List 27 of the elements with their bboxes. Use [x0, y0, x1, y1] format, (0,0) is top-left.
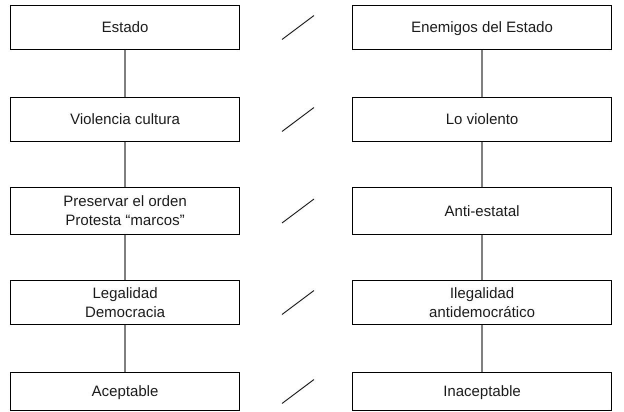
concept-box [10, 280, 240, 325]
box-text: Inaceptable [443, 382, 521, 401]
concept-box [352, 187, 612, 235]
concept-box [352, 97, 612, 142]
concept-box [352, 372, 612, 411]
connector-line [124, 142, 126, 188]
box-text: Violencia cultura [70, 110, 180, 129]
connector-line [124, 234, 126, 280]
concept-box [10, 372, 240, 411]
box-text: Protesta “marcos” [65, 211, 185, 230]
concept-box [10, 5, 240, 50]
box-text: Lo violento [446, 110, 518, 129]
connector-line [124, 324, 126, 372]
box-text: Enemigos del Estado [411, 18, 553, 37]
concept-box [10, 187, 240, 235]
box-text: Democracia [84, 302, 166, 322]
box-text: Aceptable [92, 382, 158, 401]
box-text: Estado [102, 18, 148, 37]
concept-box [352, 5, 612, 50]
box-text: antidemocrático [429, 302, 535, 322]
box-text: Legalidad [92, 284, 158, 302]
concept-box [352, 280, 612, 325]
concept-box [10, 97, 240, 142]
box-text: Preservar el orden [63, 192, 187, 211]
connector-line [124, 50, 126, 98]
box-text: Ilegalidad [450, 284, 514, 302]
box-text: Anti-estatal [444, 202, 520, 220]
